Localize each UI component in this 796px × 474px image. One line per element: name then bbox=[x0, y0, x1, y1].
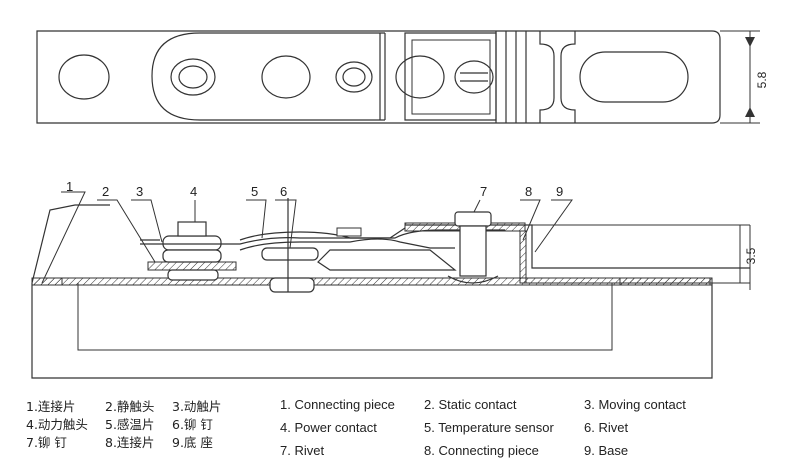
callout-5: 5 bbox=[251, 184, 258, 199]
legend-zh-9: 9.底 座 bbox=[172, 435, 213, 450]
temp-sensor-rivet bbox=[454, 60, 494, 94]
leader-8 bbox=[520, 199, 541, 241]
section-view: 3.5 bbox=[31, 198, 758, 379]
slot-neck-right bbox=[560, 31, 576, 123]
legend-en-1: 1. Connecting piece bbox=[280, 397, 395, 412]
rivet-head-2-inner bbox=[342, 67, 366, 87]
legend-zh-8: 8.连接片 bbox=[105, 435, 155, 450]
rivet-head-1 bbox=[170, 58, 216, 96]
rivet-head-2 bbox=[335, 61, 373, 93]
legend-zh-1: 1.连接片 bbox=[26, 399, 76, 414]
callout-numbers: 1 2 3 4 5 6 7 8 9 bbox=[66, 179, 563, 199]
dim-arrow-down bbox=[745, 37, 755, 47]
slot-neck bbox=[539, 31, 555, 123]
legend-zh-6: 6.铆 钉 bbox=[172, 417, 213, 432]
dim-label-5-8: 5.8 bbox=[755, 71, 769, 88]
leader-9 bbox=[534, 199, 573, 253]
callout-1: 1 bbox=[66, 179, 73, 194]
hole-3 bbox=[395, 55, 445, 99]
base-hatch-right bbox=[619, 277, 711, 286]
legend-en-9: 9. Base bbox=[584, 443, 629, 458]
leader-1 bbox=[41, 191, 86, 284]
rivet-4-head bbox=[177, 221, 207, 237]
leader-5 bbox=[246, 199, 267, 239]
legend-en-4: 4. Power contact bbox=[280, 420, 377, 435]
leader-3 bbox=[131, 199, 163, 243]
callout-6: 6 bbox=[280, 184, 287, 199]
sensor-outline bbox=[404, 32, 497, 121]
rivet-head-1-inner bbox=[178, 65, 208, 89]
top-view-tongue bbox=[151, 32, 385, 121]
temperature-sensor-strip bbox=[239, 229, 505, 241]
legend-en-2: 2. Static contact bbox=[424, 397, 517, 412]
legend-en-7: 7. Rivet bbox=[280, 443, 325, 458]
power-contact-mid bbox=[162, 249, 222, 263]
base-hatch-left bbox=[31, 277, 63, 286]
dim-label-3-5: 3.5 bbox=[744, 247, 758, 264]
top-view: 5.8 bbox=[36, 30, 769, 124]
legend-zh-4: 4.动力触头 bbox=[26, 417, 88, 432]
power-contact-bottom bbox=[167, 269, 219, 281]
legend-en-3: 3. Moving contact bbox=[584, 397, 686, 412]
leader-7 bbox=[473, 199, 481, 213]
callout-leaders bbox=[41, 191, 573, 284]
rivet-6-head-bottom bbox=[269, 277, 315, 293]
base-plate bbox=[31, 277, 713, 286]
rivet-6-head-top bbox=[261, 247, 319, 261]
rivet-7-bottom bbox=[447, 275, 499, 284]
callout-4: 4 bbox=[190, 184, 197, 199]
rivet-7-head bbox=[454, 211, 492, 227]
legend-zh-2: 2.静触头 bbox=[105, 399, 155, 414]
base-box bbox=[31, 283, 713, 379]
hole-2 bbox=[261, 55, 311, 99]
callout-9: 9 bbox=[556, 184, 563, 199]
legend-en-5: 5. Temperature sensor bbox=[424, 420, 554, 435]
static-contact-point bbox=[336, 227, 362, 237]
top-view-outline bbox=[36, 30, 721, 124]
callout-2: 2 bbox=[102, 184, 109, 199]
callout-8: 8 bbox=[525, 184, 532, 199]
temperature-sensor-strip-lower bbox=[239, 238, 455, 251]
rivet-7-shank bbox=[459, 225, 487, 277]
sensor-body bbox=[317, 249, 457, 271]
callout-3: 3 bbox=[136, 184, 143, 199]
right-slot bbox=[579, 51, 689, 103]
legend-en-6: 6. Rivet bbox=[584, 420, 629, 435]
base-left-wall bbox=[31, 204, 110, 284]
static-contact-plate bbox=[147, 261, 237, 271]
moving-contact-arm bbox=[140, 227, 406, 245]
legend-zh-3: 3.动触片 bbox=[172, 399, 222, 414]
power-contact-top bbox=[162, 235, 222, 251]
leader-6 bbox=[275, 199, 297, 249]
legend-en-8: 8. Connecting piece bbox=[424, 443, 539, 458]
hole-1 bbox=[58, 54, 110, 100]
dim-arrow-up bbox=[745, 107, 755, 117]
legend-zh-7: 7.铆 钉 bbox=[26, 435, 67, 450]
leader-2 bbox=[97, 199, 156, 263]
legend-zh-5: 5.感温片 bbox=[105, 417, 155, 432]
sensor-inner-outline bbox=[411, 39, 491, 115]
base-inner-box bbox=[77, 283, 613, 351]
callout-7: 7 bbox=[480, 184, 487, 199]
